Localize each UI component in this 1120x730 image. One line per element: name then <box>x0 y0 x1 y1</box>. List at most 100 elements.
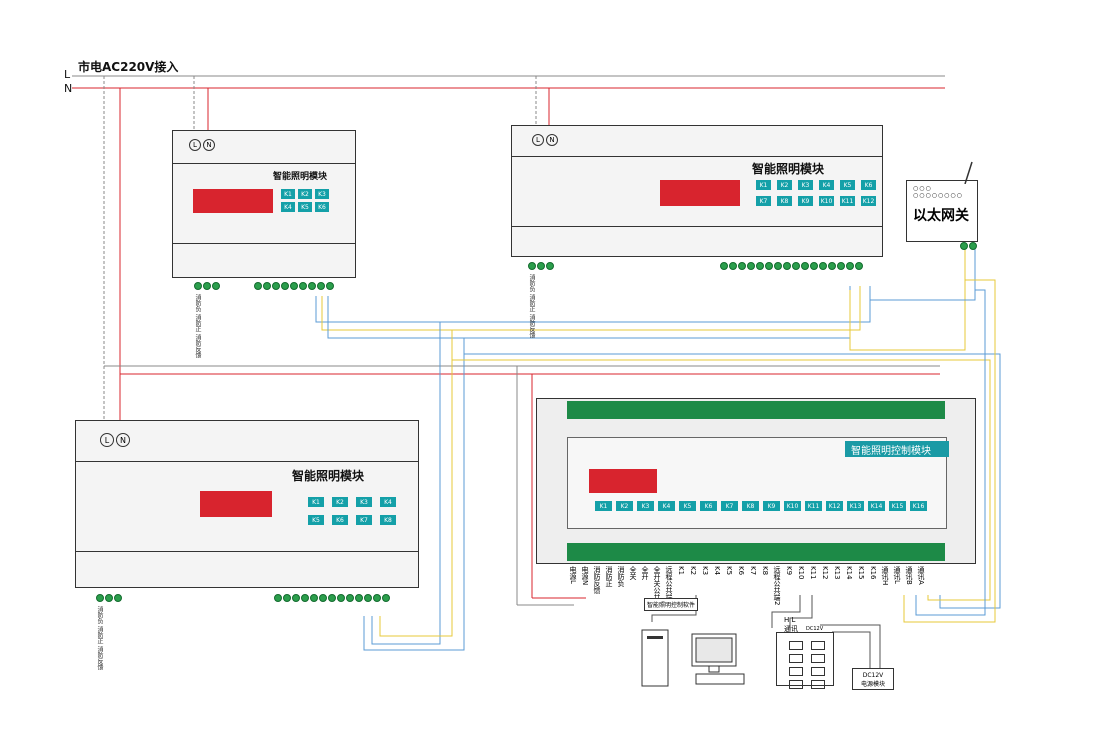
key-k1[interactable]: K1 <box>281 189 295 199</box>
key-k4[interactable]: K4 <box>819 180 834 190</box>
key-k3[interactable]: K3 <box>637 501 654 511</box>
key-k3[interactable]: K3 <box>315 189 329 199</box>
psu-line1: DC12V <box>862 672 884 679</box>
panel-button[interactable] <box>811 641 825 650</box>
key-k11[interactable]: K11 <box>805 501 822 511</box>
module-title: 智能照明模块 <box>292 469 365 483</box>
panel-button[interactable] <box>811 667 825 676</box>
panel-button[interactable] <box>811 680 825 689</box>
control-panel <box>776 632 834 689</box>
key-k2[interactable]: K2 <box>298 189 312 199</box>
status-display <box>660 180 740 206</box>
status-display <box>193 189 273 213</box>
power-supply-module: DC12V 电源模块 <box>852 668 894 690</box>
gateway-leds: ○○○ ○○○○○○○○ <box>913 185 963 199</box>
module-title: 智能照明模块 <box>273 172 328 182</box>
key-k7[interactable]: K7 <box>721 501 738 511</box>
bus-terminals <box>274 594 390 602</box>
status-display <box>200 491 272 517</box>
key-k12[interactable]: K12 <box>861 196 876 206</box>
panel-button[interactable] <box>789 667 803 676</box>
key-grid: K1 K2 K3 K4 K5 K6 <box>281 189 329 212</box>
ln-terminals: L N <box>532 134 558 146</box>
control-module-title: 智能照明控制模块 <box>845 441 949 457</box>
key-k8[interactable]: K8 <box>380 515 396 525</box>
key-k9[interactable]: K9 <box>763 501 780 511</box>
key-k16[interactable]: K16 <box>910 501 927 511</box>
key-k10[interactable]: K10 <box>784 501 801 511</box>
antenna-icon <box>964 161 973 184</box>
key-k5[interactable]: K5 <box>840 180 855 190</box>
gateway-label: 以太网关 <box>913 208 969 224</box>
panel-button[interactable] <box>789 654 803 663</box>
bus-terminals <box>720 262 863 270</box>
mains-title: 市电AC220V接入 <box>78 60 179 74</box>
key-k5[interactable]: K5 <box>308 515 324 525</box>
fire-terminals <box>528 262 554 270</box>
key-k4[interactable]: K4 <box>380 497 396 507</box>
key-k10[interactable]: K10 <box>819 196 834 206</box>
top-terminal-block <box>567 401 945 419</box>
fire-terminals <box>194 282 220 290</box>
panel-button[interactable] <box>789 641 803 650</box>
key-grid: K1 K2 K3 K4 K5 K6 K7 K8 <box>308 497 396 525</box>
key-k5[interactable]: K5 <box>679 501 696 511</box>
status-display <box>589 469 657 493</box>
key-k14[interactable]: K14 <box>868 501 885 511</box>
panel-header: H L <box>784 616 796 624</box>
ln-terminals: L N <box>100 433 130 447</box>
fire-labels: 消防负 消防正 消防反馈 <box>528 274 535 338</box>
key-k8[interactable]: K8 <box>742 501 759 511</box>
psu-line2: 电源模块 <box>860 681 885 688</box>
panel-dc-label: DC12V <box>806 626 824 632</box>
key-k6[interactable]: K6 <box>861 180 876 190</box>
key-k11[interactable]: K11 <box>840 196 855 206</box>
key-k3[interactable]: K3 <box>356 497 372 507</box>
key-k13[interactable]: K13 <box>847 501 864 511</box>
mains-l-label: L <box>64 68 71 81</box>
lighting-control-module: 智能照明控制模块 K1 K2 K3 K4 K5 K6 K7 K8 K9 K10 … <box>536 398 976 564</box>
key-k15[interactable]: K15 <box>889 501 906 511</box>
bus-terminals <box>254 282 334 290</box>
key-k6[interactable]: K6 <box>332 515 348 525</box>
panel-buttons <box>789 641 825 689</box>
key-k2[interactable]: K2 <box>332 497 348 507</box>
key-k7[interactable]: K7 <box>756 196 771 206</box>
key-k2[interactable]: K2 <box>777 180 792 190</box>
key-row: K1 K2 K3 K4 K5 K6 K7 K8 K9 K10 K11 K12 K… <box>595 501 927 511</box>
ethernet-gateway: ○○○ ○○○○○○○○ 以太网关 <box>906 180 978 242</box>
key-k1[interactable]: K1 <box>595 501 612 511</box>
key-k9[interactable]: K9 <box>798 196 813 206</box>
key-k6[interactable]: K6 <box>315 202 329 212</box>
fire-terminals <box>96 594 122 602</box>
ln-terminals: L N <box>189 139 215 151</box>
fire-labels: 消防负 消防正 消防反馈 <box>194 294 201 358</box>
panel-comm-label: 通讯 <box>784 625 798 633</box>
control-bottom-labels: 电源L 电源N 消防反馈 消防正 消防负 全关 全开 全开关公共端 远程公共端1… <box>569 566 925 608</box>
key-grid: K1 K2 K3 K4 K5 K6 K7 K8 K9 K10 K11 K12 <box>756 180 876 206</box>
key-k4[interactable]: K4 <box>281 202 295 212</box>
key-k1[interactable]: K1 <box>308 497 324 507</box>
lighting-module-a: L N 智能照明模块 K1 K2 K3 K4 K5 K6 <box>172 130 356 278</box>
key-k3[interactable]: K3 <box>798 180 813 190</box>
panel-button[interactable] <box>811 654 825 663</box>
key-k4[interactable]: K4 <box>658 501 675 511</box>
computer-icon <box>641 629 745 687</box>
lighting-module-b: L N 智能照明模块 K1 K2 K3 K4 K5 K6 K7 K8 K9 K1… <box>511 125 883 257</box>
mains-n-label: N <box>64 82 73 95</box>
pc-software-label: 智能照明控制软件 <box>644 598 699 611</box>
key-k8[interactable]: K8 <box>777 196 792 206</box>
key-k7[interactable]: K7 <box>356 515 372 525</box>
panel-button[interactable] <box>789 680 803 689</box>
key-k5[interactable]: K5 <box>298 202 312 212</box>
bottom-terminal-block <box>567 543 945 561</box>
key-k1[interactable]: K1 <box>756 180 771 190</box>
gateway-terminals <box>960 242 977 250</box>
fire-labels: 消防负 消防正 消防反馈 <box>96 606 103 670</box>
key-k2[interactable]: K2 <box>616 501 633 511</box>
key-k12[interactable]: K12 <box>826 501 843 511</box>
key-k6[interactable]: K6 <box>700 501 717 511</box>
module-title: 智能照明模块 <box>752 162 825 176</box>
lighting-module-c: L N 智能照明模块 K1 K2 K3 K4 K5 K6 K7 K8 <box>75 420 419 588</box>
